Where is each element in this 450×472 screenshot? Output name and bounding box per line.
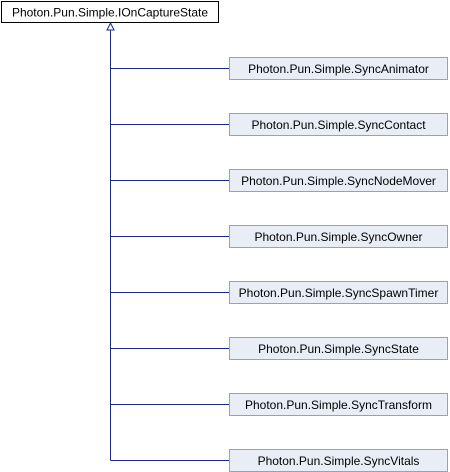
base-class-label: Photon.Pun.Simple.IOnCaptureState [12,6,208,20]
derived-classes: Photon.Pun.Simple.SyncAnimatorPhoton.Pun… [110,57,448,472]
derived-class-box [229,393,448,416]
derived-class-node-syncnodemover[interactable]: Photon.Pun.Simple.SyncNodeMover [229,169,448,192]
derived-class-label: Photon.Pun.Simple.SyncSpawnTimer [239,286,439,300]
base-class-box [1,1,219,23]
derived-class-box [229,57,448,80]
derived-class-node-syncanimator[interactable]: Photon.Pun.Simple.SyncAnimator [229,57,448,80]
inheritance-arrowhead [106,21,115,31]
derived-class-node-synctransform[interactable]: Photon.Pun.Simple.SyncTransform [229,393,448,416]
derived-class-label: Photon.Pun.Simple.SyncState [258,342,419,356]
derived-class-label: Photon.Pun.Simple.SyncOwner [254,230,422,244]
derived-class-node-syncvitals[interactable]: Photon.Pun.Simple.SyncVitals [229,449,448,472]
derived-class-label: Photon.Pun.Simple.SyncAnimator [248,62,429,76]
derived-class-label: Photon.Pun.Simple.SyncTransform [245,398,432,412]
derived-class-label: Photon.Pun.Simple.SyncVitals [258,454,420,468]
derived-class-node-syncstate[interactable]: Photon.Pun.Simple.SyncState [229,337,448,360]
derived-class-box [229,169,448,192]
derived-class-label: Photon.Pun.Simple.SyncNodeMover [241,174,436,188]
derived-class-node-synccontact[interactable]: Photon.Pun.Simple.SyncContact [229,113,448,136]
derived-class-node-syncspawntimer[interactable]: Photon.Pun.Simple.SyncSpawnTimer [229,281,448,304]
derived-class-box [229,113,448,136]
derived-class-box [229,281,448,304]
derived-class-node-syncowner[interactable]: Photon.Pun.Simple.SyncOwner [229,225,448,248]
derived-class-box [229,225,448,248]
base-class-node[interactable]: Photon.Pun.Simple.IOnCaptureState [1,1,219,23]
derived-class-box [229,337,448,360]
derived-class-label: Photon.Pun.Simple.SyncContact [251,118,426,132]
